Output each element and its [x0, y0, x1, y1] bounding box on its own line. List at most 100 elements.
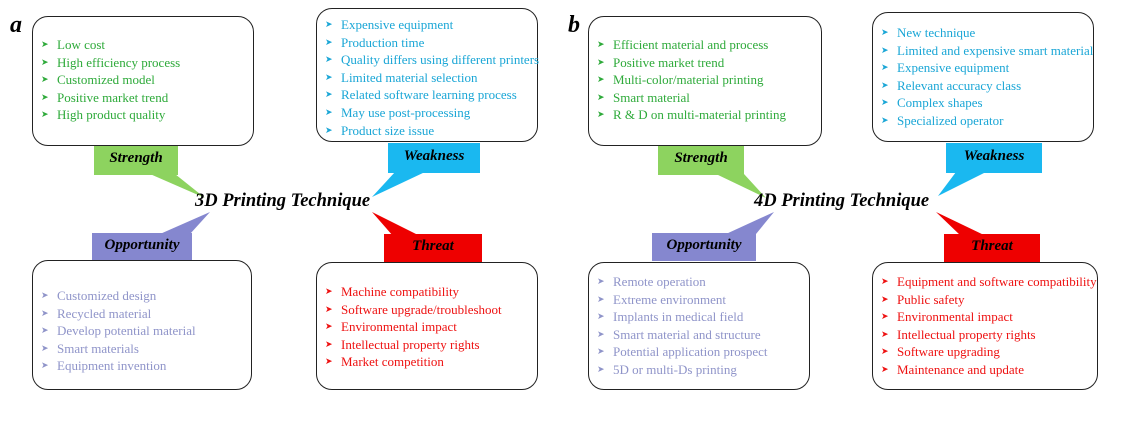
bullet-arrow-icon: ➤ [41, 109, 49, 120]
list-item-text: Intellectual property rights [341, 336, 480, 352]
item-list: ➤Customized design➤Recycled material➤Dev… [33, 287, 251, 375]
bullet-arrow-icon: ➤ [881, 363, 889, 374]
threat-tag-bg [944, 234, 1040, 262]
list-item-text: Maintenance and update [897, 361, 1025, 377]
list-item-text: Expensive equipment [341, 17, 454, 32]
bullet-arrow-icon: ➤ [41, 56, 49, 67]
list-item: ➤ Equipment and software compatibility [873, 273, 1097, 291]
bullet-arrow-icon: ➤ [325, 36, 333, 47]
list-item: ➤Smart materials [33, 340, 251, 358]
bullet-arrow-icon: ➤ [597, 276, 605, 286]
bullet-arrow-icon: ➤ [597, 56, 605, 67]
list-item-text: Implants in medical field [613, 309, 744, 325]
list-item-text: Machine compatibility [341, 284, 460, 299]
bullet-arrow-icon: ➤ [325, 356, 333, 367]
list-item: ➤Environmental impact [317, 318, 537, 336]
list-item: ➤Positive market trend [33, 89, 253, 107]
bullet-arrow-icon: ➤ [325, 89, 333, 100]
list-item: ➤ Positive market trend [589, 54, 821, 72]
opportunity-box: ➤Remote operation➤Extreme environment➤Im… [588, 262, 810, 390]
bullet-arrow-icon: ➤ [325, 286, 333, 296]
bullet-arrow-icon: ➤ [41, 360, 49, 371]
item-list: ➤Remote operation➤Extreme environment➤Im… [589, 273, 809, 379]
opportunity-tag-bg [652, 233, 756, 261]
callout-shapes [92, 143, 482, 262]
bullet-arrow-icon: ➤ [325, 19, 333, 29]
bullet-arrow-icon: ➤ [597, 311, 605, 322]
list-item-text: Software upgrade/troubleshoot [341, 301, 502, 317]
list-item: ➤Product size issue [317, 122, 537, 140]
weakness-tail [372, 172, 425, 197]
list-item-text: Positive market trend [613, 54, 725, 70]
list-item: ➤Customized design [33, 287, 251, 305]
bullet-arrow-icon: ➤ [41, 307, 49, 318]
list-item: ➤5D or multi-Ds printing [589, 361, 809, 379]
threat-label: Threat [971, 238, 1013, 254]
list-item: ➤ Related software learning process [317, 86, 537, 104]
list-item-text: Equipment and software compatibility [897, 274, 1097, 289]
bullet-arrow-icon: ➤ [325, 338, 333, 349]
strength-tail [150, 174, 205, 198]
strength-tail [716, 174, 766, 198]
strength-tag-bg [94, 145, 178, 175]
weakness-tag-bg [946, 143, 1042, 173]
list-item: ➤Recycled material [33, 305, 251, 323]
list-item: ➤Environmental impact [873, 308, 1097, 326]
list-item: ➤Smart material [589, 89, 821, 107]
list-item-text: New technique [897, 25, 976, 40]
list-item: ➤ Quality differs using different printer… [317, 51, 540, 69]
list-item-text: Specialized operator [897, 112, 1004, 128]
list-item-text: Develop potential material [57, 323, 196, 339]
bullet-arrow-icon: ➤ [41, 290, 49, 300]
bullet-arrow-icon: ➤ [597, 91, 605, 102]
center-title: 3D Printing Technique [195, 191, 371, 211]
weakness-tag-bg [388, 143, 480, 173]
threat-tag-bg [384, 234, 482, 262]
threat-box: ➤Equipment and software compatibility➤Pu… [872, 262, 1098, 390]
list-item: ➤Limited and expensive smart material [873, 42, 1093, 60]
list-item-text: Quality differs using different printers [341, 52, 540, 68]
bullet-arrow-icon: ➤ [597, 293, 605, 304]
list-item-text: Related software learning process [341, 87, 517, 103]
list-item-text: Equipment invention [57, 358, 167, 374]
panel-letter: b [568, 12, 580, 38]
threat-tail [936, 212, 986, 236]
weakness-label: Weakness [403, 148, 465, 164]
bullet-arrow-icon: ➤ [881, 276, 889, 286]
bullet-arrow-icon: ➤ [597, 328, 605, 339]
bullet-arrow-icon: ➤ [881, 311, 889, 322]
list-item: ➤ Equipment invention [33, 357, 251, 375]
list-item: ➤Remote operation [589, 273, 809, 291]
item-list: ➤ Machine compatibility ➤ Software upgrade/… [317, 283, 537, 371]
bullet-arrow-icon: ➤ [597, 109, 605, 120]
list-item: ➤ Machine compatibility [317, 283, 537, 301]
list-item: ➤Market competition [317, 353, 537, 371]
bullet-arrow-icon: ➤ [597, 346, 605, 357]
list-item-text: Complex shapes [897, 95, 983, 111]
bullet-arrow-icon: ➤ [325, 54, 333, 65]
list-item-text: Environmental impact [341, 319, 457, 335]
bullet-arrow-icon: ➤ [881, 62, 889, 73]
opportunity-tail [160, 212, 210, 234]
bullet-arrow-icon: ➤ [881, 44, 889, 55]
opportunity-label: Opportunity [666, 237, 742, 253]
list-item-text: Software upgrading [897, 344, 1000, 360]
item-list: ➤Low cost➤High efficiency process➤Custom… [33, 36, 253, 124]
strength-box: ➤Low cost➤High efficiency process➤Custom… [32, 16, 254, 146]
panel-a: a Strength Weakness Opportunity Threat 3… [10, 8, 540, 390]
center-title: 4D Printing Technique [754, 191, 930, 211]
threat-box: ➤ Machine compatibility ➤ Software upgrade/… [316, 262, 538, 390]
opportunity-tail [726, 212, 774, 234]
list-item: ➤Smart material and structure [589, 326, 809, 344]
strength-tag-bg [658, 145, 744, 175]
list-item: ➤Production time [317, 34, 537, 52]
weakness-box: ➤Expensive equipment➤Production time➤Qua… [316, 8, 540, 142]
bullet-arrow-icon: ➤ [325, 124, 333, 135]
list-item: ➤Customized model [33, 71, 253, 89]
list-item: ➤ Implants in medical field [589, 308, 809, 326]
panel-letter: a [10, 12, 22, 38]
strength-label: Strength [674, 150, 728, 166]
list-item: ➤Low cost [33, 36, 253, 54]
list-item-text: Extreme environment [613, 291, 726, 307]
item-list: ➤ New technique ➤Limited and expensive sma… [873, 24, 1093, 130]
